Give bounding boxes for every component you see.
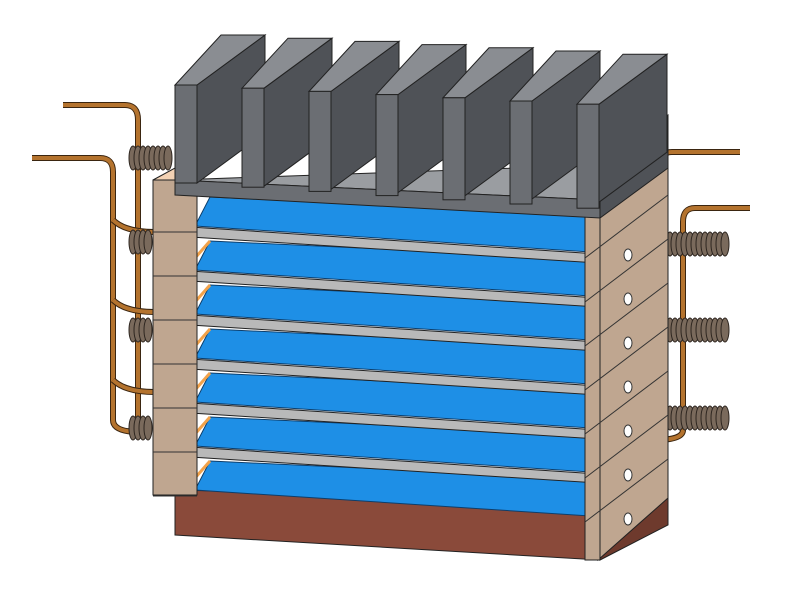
frame-seam (584, 282, 669, 347)
left-coil (163, 145, 173, 171)
heatsink-fin-front (241, 87, 265, 188)
copper-tube (111, 378, 156, 394)
copper-tube (63, 103, 140, 420)
copper-tube (658, 150, 740, 420)
heatsink-fin-front (509, 100, 533, 205)
frame-seam (584, 458, 669, 523)
left-coil (143, 229, 153, 255)
copper-tube-outline (32, 155, 141, 435)
copper-tube (654, 206, 750, 442)
heatsink-fin-front (375, 94, 399, 197)
frame-seam (584, 238, 669, 303)
copper-tube-outline (657, 149, 740, 420)
right-coil (720, 317, 730, 343)
right-coil (720, 231, 730, 257)
frame-seam (584, 370, 669, 435)
heatsink-fin-front (576, 103, 600, 209)
right-coil (720, 405, 730, 431)
bolt-hole (623, 424, 633, 438)
copper-tube (111, 298, 156, 314)
frame-seam (584, 414, 669, 479)
left-frame-column (152, 179, 198, 496)
copper-tube (32, 156, 141, 434)
left-coil (143, 415, 153, 441)
bolt-hole (623, 380, 633, 394)
heatsink-fin-front (174, 84, 198, 184)
bolt-hole (623, 292, 633, 306)
bolt-hole (623, 512, 633, 526)
copper-tube-outline (63, 102, 141, 420)
frame-seam (584, 194, 669, 259)
frame-seam (584, 326, 669, 391)
left-coil (143, 317, 153, 343)
heatsink-fin-front (308, 90, 332, 192)
heatsink-fin-front (442, 97, 466, 201)
right-frame-front (584, 214, 601, 561)
bolt-hole (623, 336, 633, 350)
bolt-hole (623, 248, 633, 262)
bolt-hole (623, 468, 633, 482)
